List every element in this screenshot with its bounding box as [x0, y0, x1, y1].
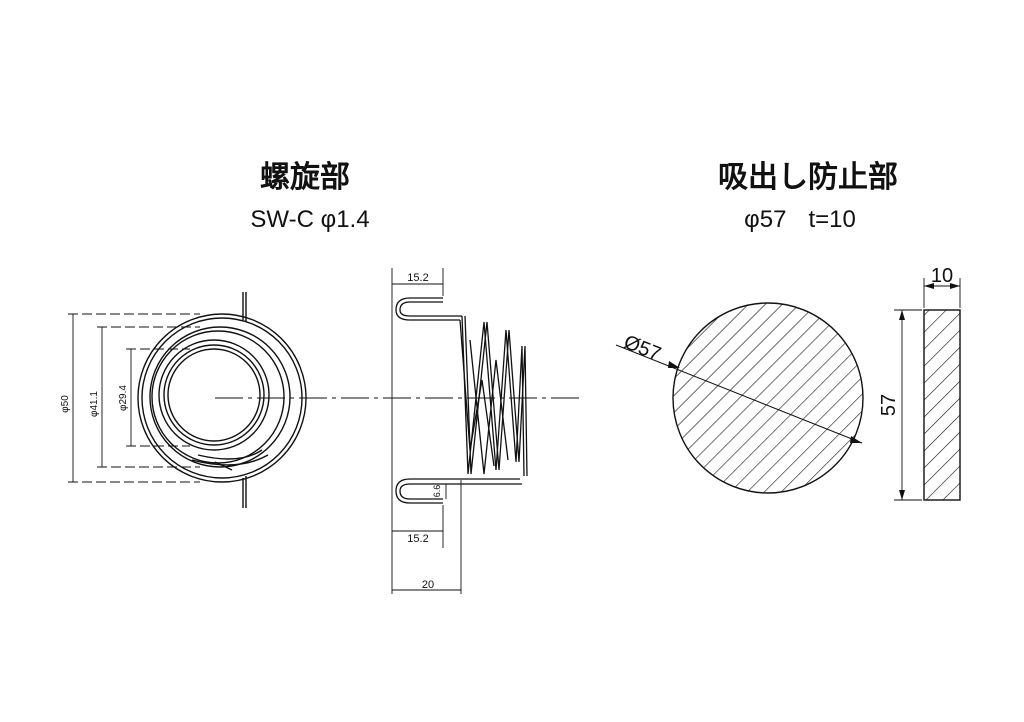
disk-subtitle: φ57 t=10 — [744, 206, 856, 234]
spring-front-dimensions — [68, 313, 200, 483]
dim-outer-diameter: φ50 — [60, 395, 71, 413]
spring-front-view — [137, 292, 307, 508]
disk-side-view — [894, 278, 961, 501]
disk-subtitle-diameter: φ57 — [744, 206, 787, 233]
spring-title: 螺旋部 — [260, 160, 350, 195]
disk-title: 吸出し防止部 — [718, 160, 898, 195]
disk-front-view — [615, 302, 864, 494]
disk-subtitle-thickness: t=10 — [808, 206, 856, 233]
dim-hook-gap: 6.6 — [432, 485, 442, 498]
dim-disk-diameter: Ø57 — [621, 331, 664, 366]
spring-side-view — [395, 297, 528, 504]
dim-top-width: 15.2 — [407, 272, 428, 284]
spring-subtitle: SW-C φ1.4 — [250, 206, 370, 233]
dim-inner-diameter: φ29.4 — [118, 385, 129, 411]
dim-disk-height: 57 — [878, 394, 900, 416]
dim-disk-thickness: 10 — [931, 265, 953, 287]
dim-length: 20 — [422, 579, 434, 591]
spring-side-dimensions — [391, 268, 462, 594]
dim-bottom-width: 15.2 — [407, 533, 428, 545]
dim-mid-diameter: φ41.1 — [89, 391, 100, 417]
